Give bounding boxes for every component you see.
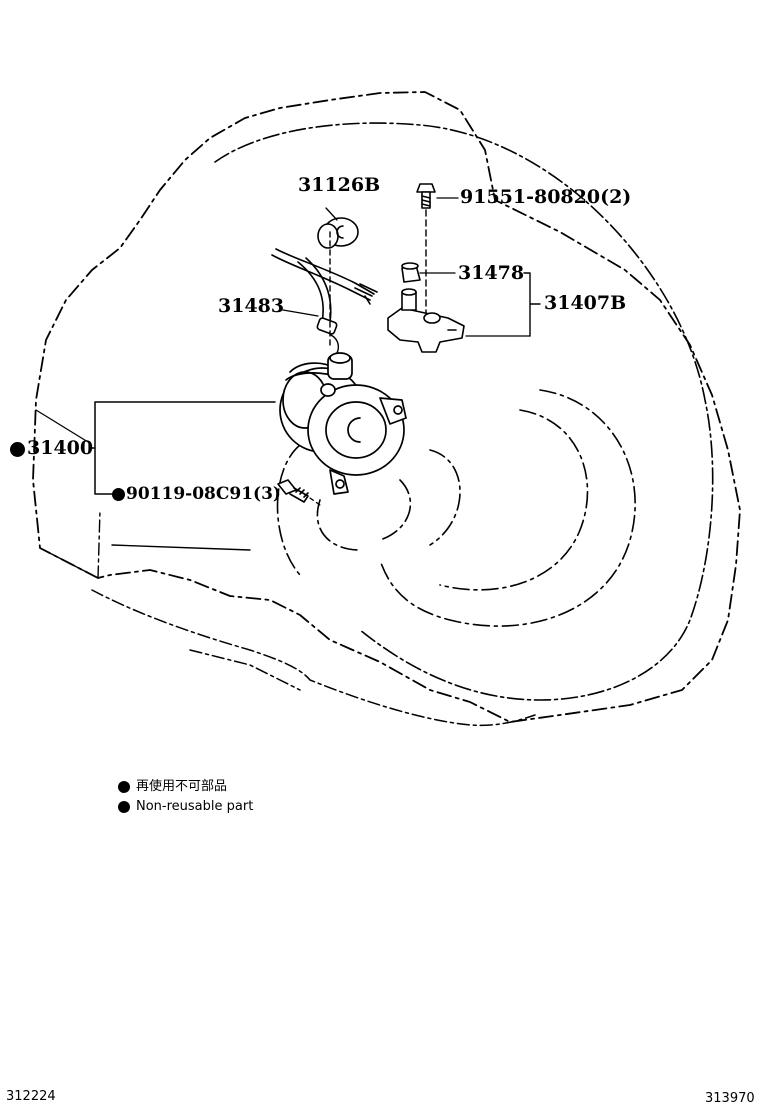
release-cylinder-bracket: [89, 401, 276, 495]
bleeder-cap-part: [401, 262, 421, 283]
part-number-release-cylinder: 31400: [27, 437, 94, 459]
inner-arc-3: [429, 449, 461, 546]
cylinder-bolt-part: [277, 479, 309, 503]
legend-japanese: 再使用不可部品: [118, 780, 227, 793]
non-reusable-marker-icon: [10, 441, 25, 457]
inner-arc-1: [439, 409, 589, 591]
non-reusable-marker-icon: [112, 488, 125, 501]
legend-english: Non-reusable part: [118, 800, 253, 813]
release-bearing-part: [317, 217, 359, 249]
inner-arc-2: [379, 389, 636, 627]
union-bracket-part: [387, 288, 465, 353]
top-bolt-part: [416, 183, 436, 209]
legend-bullet-icon: [118, 800, 130, 813]
part-label-cylinder-bolts: 90119-08C91(3): [112, 486, 281, 503]
part-label-hose: 31483: [218, 295, 285, 317]
part-label-union-assembly: 31407B: [544, 292, 627, 314]
legend-japanese-text: 再使用不可部品: [136, 779, 228, 794]
part-label-bleeder-cap: 31478: [458, 262, 525, 284]
part-label-release-bearing: 31126B: [298, 174, 381, 196]
footer-left-id: 312224: [6, 1089, 56, 1104]
release-cylinder-part: [279, 352, 407, 495]
hose-part: [271, 248, 378, 335]
part-number-cylinder-bolts: 90119-08C91(3): [126, 484, 281, 504]
footer-right-id: 313970: [705, 1091, 755, 1106]
housing-outline: [32, 91, 741, 723]
legend-english-text: Non-reusable part: [136, 799, 254, 814]
part-label-top-bolt: 91551-80820(2): [460, 186, 632, 208]
part-label-release-cylinder: 31400: [10, 439, 93, 458]
bell-housing-edge: [214, 122, 714, 701]
housing-side-line: [39, 547, 99, 579]
lower-flange: [91, 589, 536, 727]
legend-bullet-icon: [118, 780, 130, 793]
